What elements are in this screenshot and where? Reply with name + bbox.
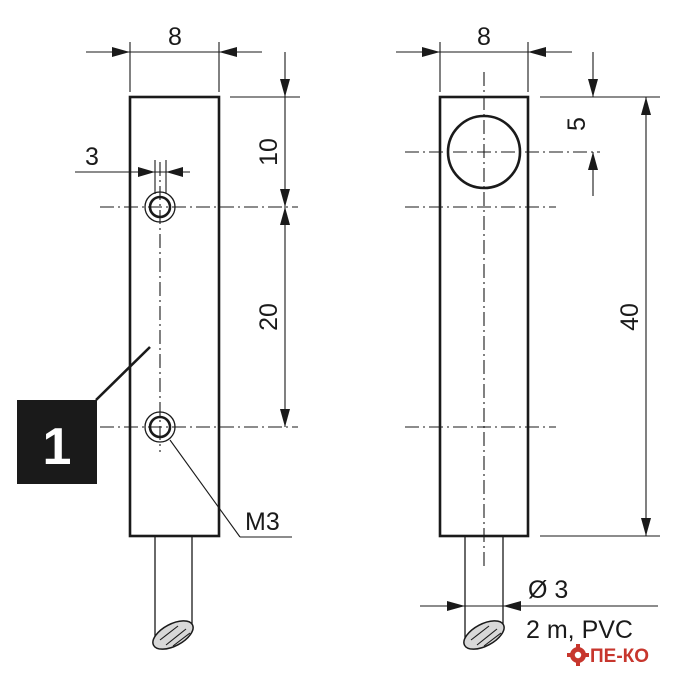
callout-box <box>17 400 97 484</box>
left-sensor-body <box>128 95 221 538</box>
left-10-arrow-top <box>280 79 290 97</box>
left-20-arrow-top <box>280 207 290 225</box>
watermark-text: ПЕ-КО <box>590 646 649 667</box>
left-width-arrow-left <box>112 47 130 57</box>
left-hole-top-outer <box>144 191 176 223</box>
cable-diameter-arrow-right <box>503 601 521 611</box>
left-10-arrow-bottom <box>280 189 290 207</box>
right-width-arrow-right <box>528 47 546 57</box>
left-top-offset-label: 10 <box>255 138 283 166</box>
left-hole-top-inner <box>148 195 172 219</box>
left-width-arrow-right <box>219 47 237 57</box>
callout-number: 1 <box>43 418 72 476</box>
right-cable-hatch-2 <box>476 628 498 646</box>
right-cable-end <box>463 620 505 650</box>
left-cable-hatch-3 <box>172 632 191 647</box>
cable-diameter-label: Ø 3 <box>528 576 568 604</box>
thread-leader-line <box>169 439 241 538</box>
left-3-arrow-right <box>166 167 183 177</box>
right-40-arrow-bottom <box>641 518 651 536</box>
left-width-label: 8 <box>168 23 182 51</box>
right-5-arrow-top <box>588 79 598 97</box>
watermark: ПЕ-КО <box>567 644 649 667</box>
left-hole-spacing-label: 20 <box>255 303 283 331</box>
left-cable-hatch-2 <box>165 628 187 646</box>
left-hole-bottom-inner <box>148 415 172 439</box>
right-width-arrow-left <box>422 47 440 57</box>
left-3-arrow-left <box>138 167 155 177</box>
cable-diameter-arrow-left <box>447 601 465 611</box>
right-40-arrow-top <box>641 97 651 115</box>
gear-icon <box>567 644 589 666</box>
thread-label: M3 <box>245 508 280 536</box>
cable-spec-label: 2 m, PVC <box>526 616 633 644</box>
right-sensing-face <box>446 114 522 190</box>
left-hole-width-label: 3 <box>85 143 99 171</box>
right-length-label: 40 <box>616 303 644 331</box>
right-width-label: 8 <box>477 23 491 51</box>
right-5-arrow-bottom <box>588 152 598 170</box>
right-top-offset-label: 5 <box>563 117 591 131</box>
right-cable-hatch-1 <box>470 625 490 641</box>
left-view: 8 10 20 3 M3 1 <box>17 23 300 650</box>
callout-leader-line <box>95 346 151 401</box>
left-cable-end <box>152 620 194 650</box>
right-cable-hatch-3 <box>483 632 502 647</box>
left-20-arrow-bottom <box>280 409 290 427</box>
left-cable-hatch-1 <box>159 625 179 641</box>
right-view: 8 5 40 Ø 3 2 m, PVC <box>396 23 660 650</box>
left-hole-bottom-outer <box>144 411 176 443</box>
